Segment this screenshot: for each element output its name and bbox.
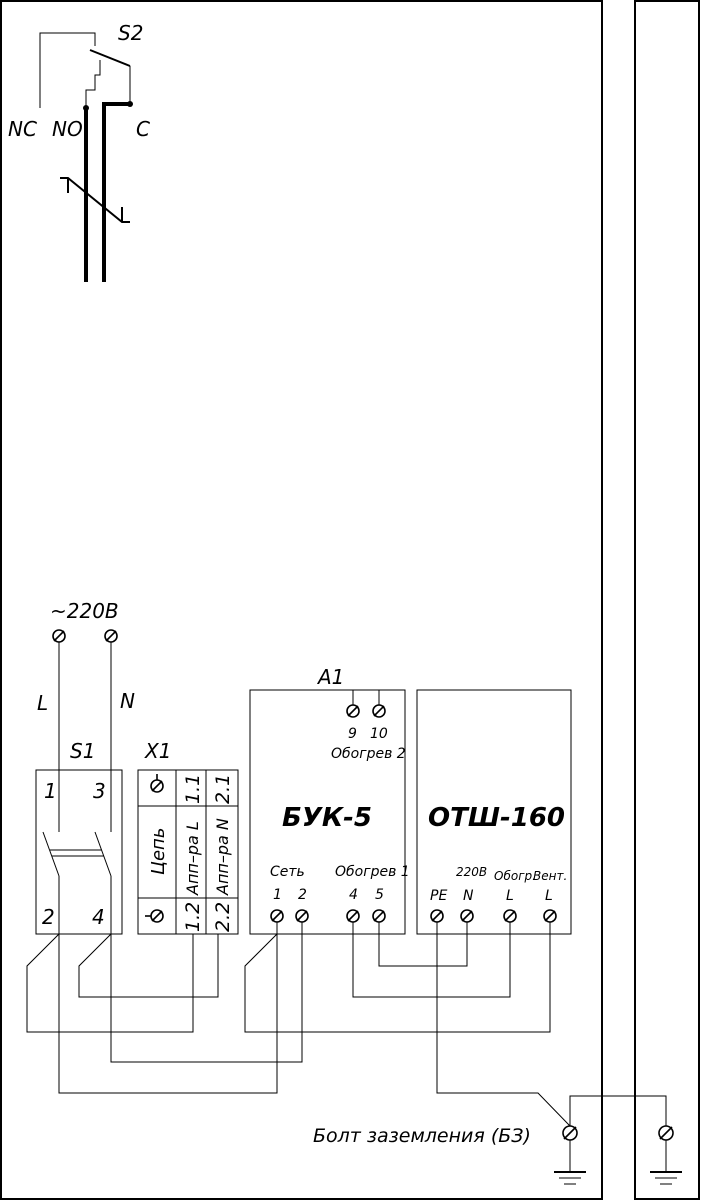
supply: ~220В L N <box>37 599 135 832</box>
x1-row2-top: 2.1 <box>212 774 234 804</box>
wire-s1-4-to-x1-2-2 <box>78 933 219 998</box>
s2-nc-label: NC <box>8 117 37 141</box>
s1-pin-2: 2 <box>42 905 55 929</box>
buk-name: БУК-5 <box>282 803 372 833</box>
x1-row1-name: Апп–ра L <box>183 821 202 896</box>
otsh-terminal-l-heat <box>503 909 517 923</box>
ground-bolt-door <box>658 1125 674 1141</box>
otsh-terminal-l-vent <box>543 909 557 923</box>
wire-otsh-pe-to-ground <box>436 922 571 1127</box>
terminal-block-x1: X1 Цепь 1.1 Апп–ра L 1.2 2.1 Апп–ра N 2.… <box>137 739 239 935</box>
switch-s2: S2 NC NO C <box>8 21 150 282</box>
wire-buk-5-to-otsh-n <box>378 922 468 967</box>
wire-s1-4-to-buk-2 <box>110 922 303 1063</box>
supply-voltage: ~220В <box>50 599 119 623</box>
switch-s1: S1 1 3 2 4 <box>35 739 123 935</box>
ground-label: Болт заземления (БЗ) <box>313 1125 531 1147</box>
otsh-220v-label: 220В <box>456 865 487 879</box>
s1-pin-4: 4 <box>92 905 105 929</box>
buk-terminal-1 <box>270 909 284 923</box>
buk-pin-4: 4 <box>349 887 358 903</box>
otsh-pin-l-heat: L <box>506 888 514 904</box>
otsh-pin-pe: PE <box>430 888 447 904</box>
supply-terminal-n <box>104 629 118 643</box>
buk-heat2-label: Обогрев 2 <box>331 746 406 762</box>
buk-terminal-9 <box>346 704 360 718</box>
wiring <box>26 922 667 1127</box>
s1-label: S1 <box>70 739 95 763</box>
module-otsh160: ОТШ-160 220В Обогр. Вент. PE N L L <box>416 689 572 935</box>
buk-pin-2: 2 <box>298 887 307 903</box>
supply-terminal-l <box>52 629 66 643</box>
otsh-name: ОТШ-160 <box>428 803 565 833</box>
ground-bolts: Болт заземления (БЗ) <box>313 1125 682 1185</box>
s1-pin-3: 3 <box>93 779 106 803</box>
otsh-pin-l-vent: L <box>545 888 553 904</box>
x1-row1-bottom: 1.2 <box>182 902 204 932</box>
otsh-vent-label: Вент. <box>533 869 567 883</box>
otsh-pin-n: N <box>463 888 474 904</box>
otsh-terminal-pe <box>430 909 444 923</box>
otsh-terminal-n <box>460 909 474 923</box>
a1-label: A1 <box>316 665 344 689</box>
x1-circuit-label: Цепь <box>148 828 169 875</box>
supply-line-label: L <box>37 691 48 715</box>
x1-bottom-terminal <box>145 909 164 923</box>
buk-pin-9: 9 <box>348 726 357 742</box>
door-frame <box>634 0 700 1200</box>
buk-pin-10: 10 <box>370 726 388 742</box>
buk-pin-5: 5 <box>375 887 384 903</box>
wire-s1-2-to-x1-1-2 <box>26 933 194 1033</box>
wire-buk-1-to-otsh-vent <box>244 922 551 1033</box>
s2-label: S2 <box>118 21 143 45</box>
s2-no-label: NO <box>52 117 83 141</box>
x1-row1-top: 1.1 <box>182 774 204 804</box>
cabinet-frame <box>0 0 603 1200</box>
x1-label: X1 <box>144 739 171 763</box>
s2-c-label: C <box>136 117 150 141</box>
ground-bolt-cabinet <box>562 1125 578 1141</box>
x1-top-terminal <box>150 774 164 793</box>
s1-pin-1: 1 <box>44 779 57 803</box>
wire-buk-4-to-otsh-heat <box>352 922 511 998</box>
buk-terminal-5 <box>372 909 386 923</box>
x1-row2-bottom: 2.2 <box>212 902 234 932</box>
wire-s1-2-to-buk-1 <box>58 922 278 1094</box>
wire-ground-to-door <box>569 1095 667 1126</box>
supply-neutral-label: N <box>120 689 135 713</box>
buk-terminal-4 <box>346 909 360 923</box>
module-buk5: A1 9 10 Обогрев 2 БУК-5 Сеть Обогрев 1 1… <box>249 665 410 935</box>
buk-terminal-10 <box>372 704 386 718</box>
buk-heat1-label: Обогрев 1 <box>335 864 410 880</box>
otsh-heat-label: Обогр. <box>494 869 536 883</box>
x1-row2-name: Апп–ра N <box>213 818 232 896</box>
buk-terminal-2 <box>295 909 309 923</box>
buk-set-label: Сеть <box>270 864 305 880</box>
buk-pin-1: 1 <box>273 887 282 903</box>
